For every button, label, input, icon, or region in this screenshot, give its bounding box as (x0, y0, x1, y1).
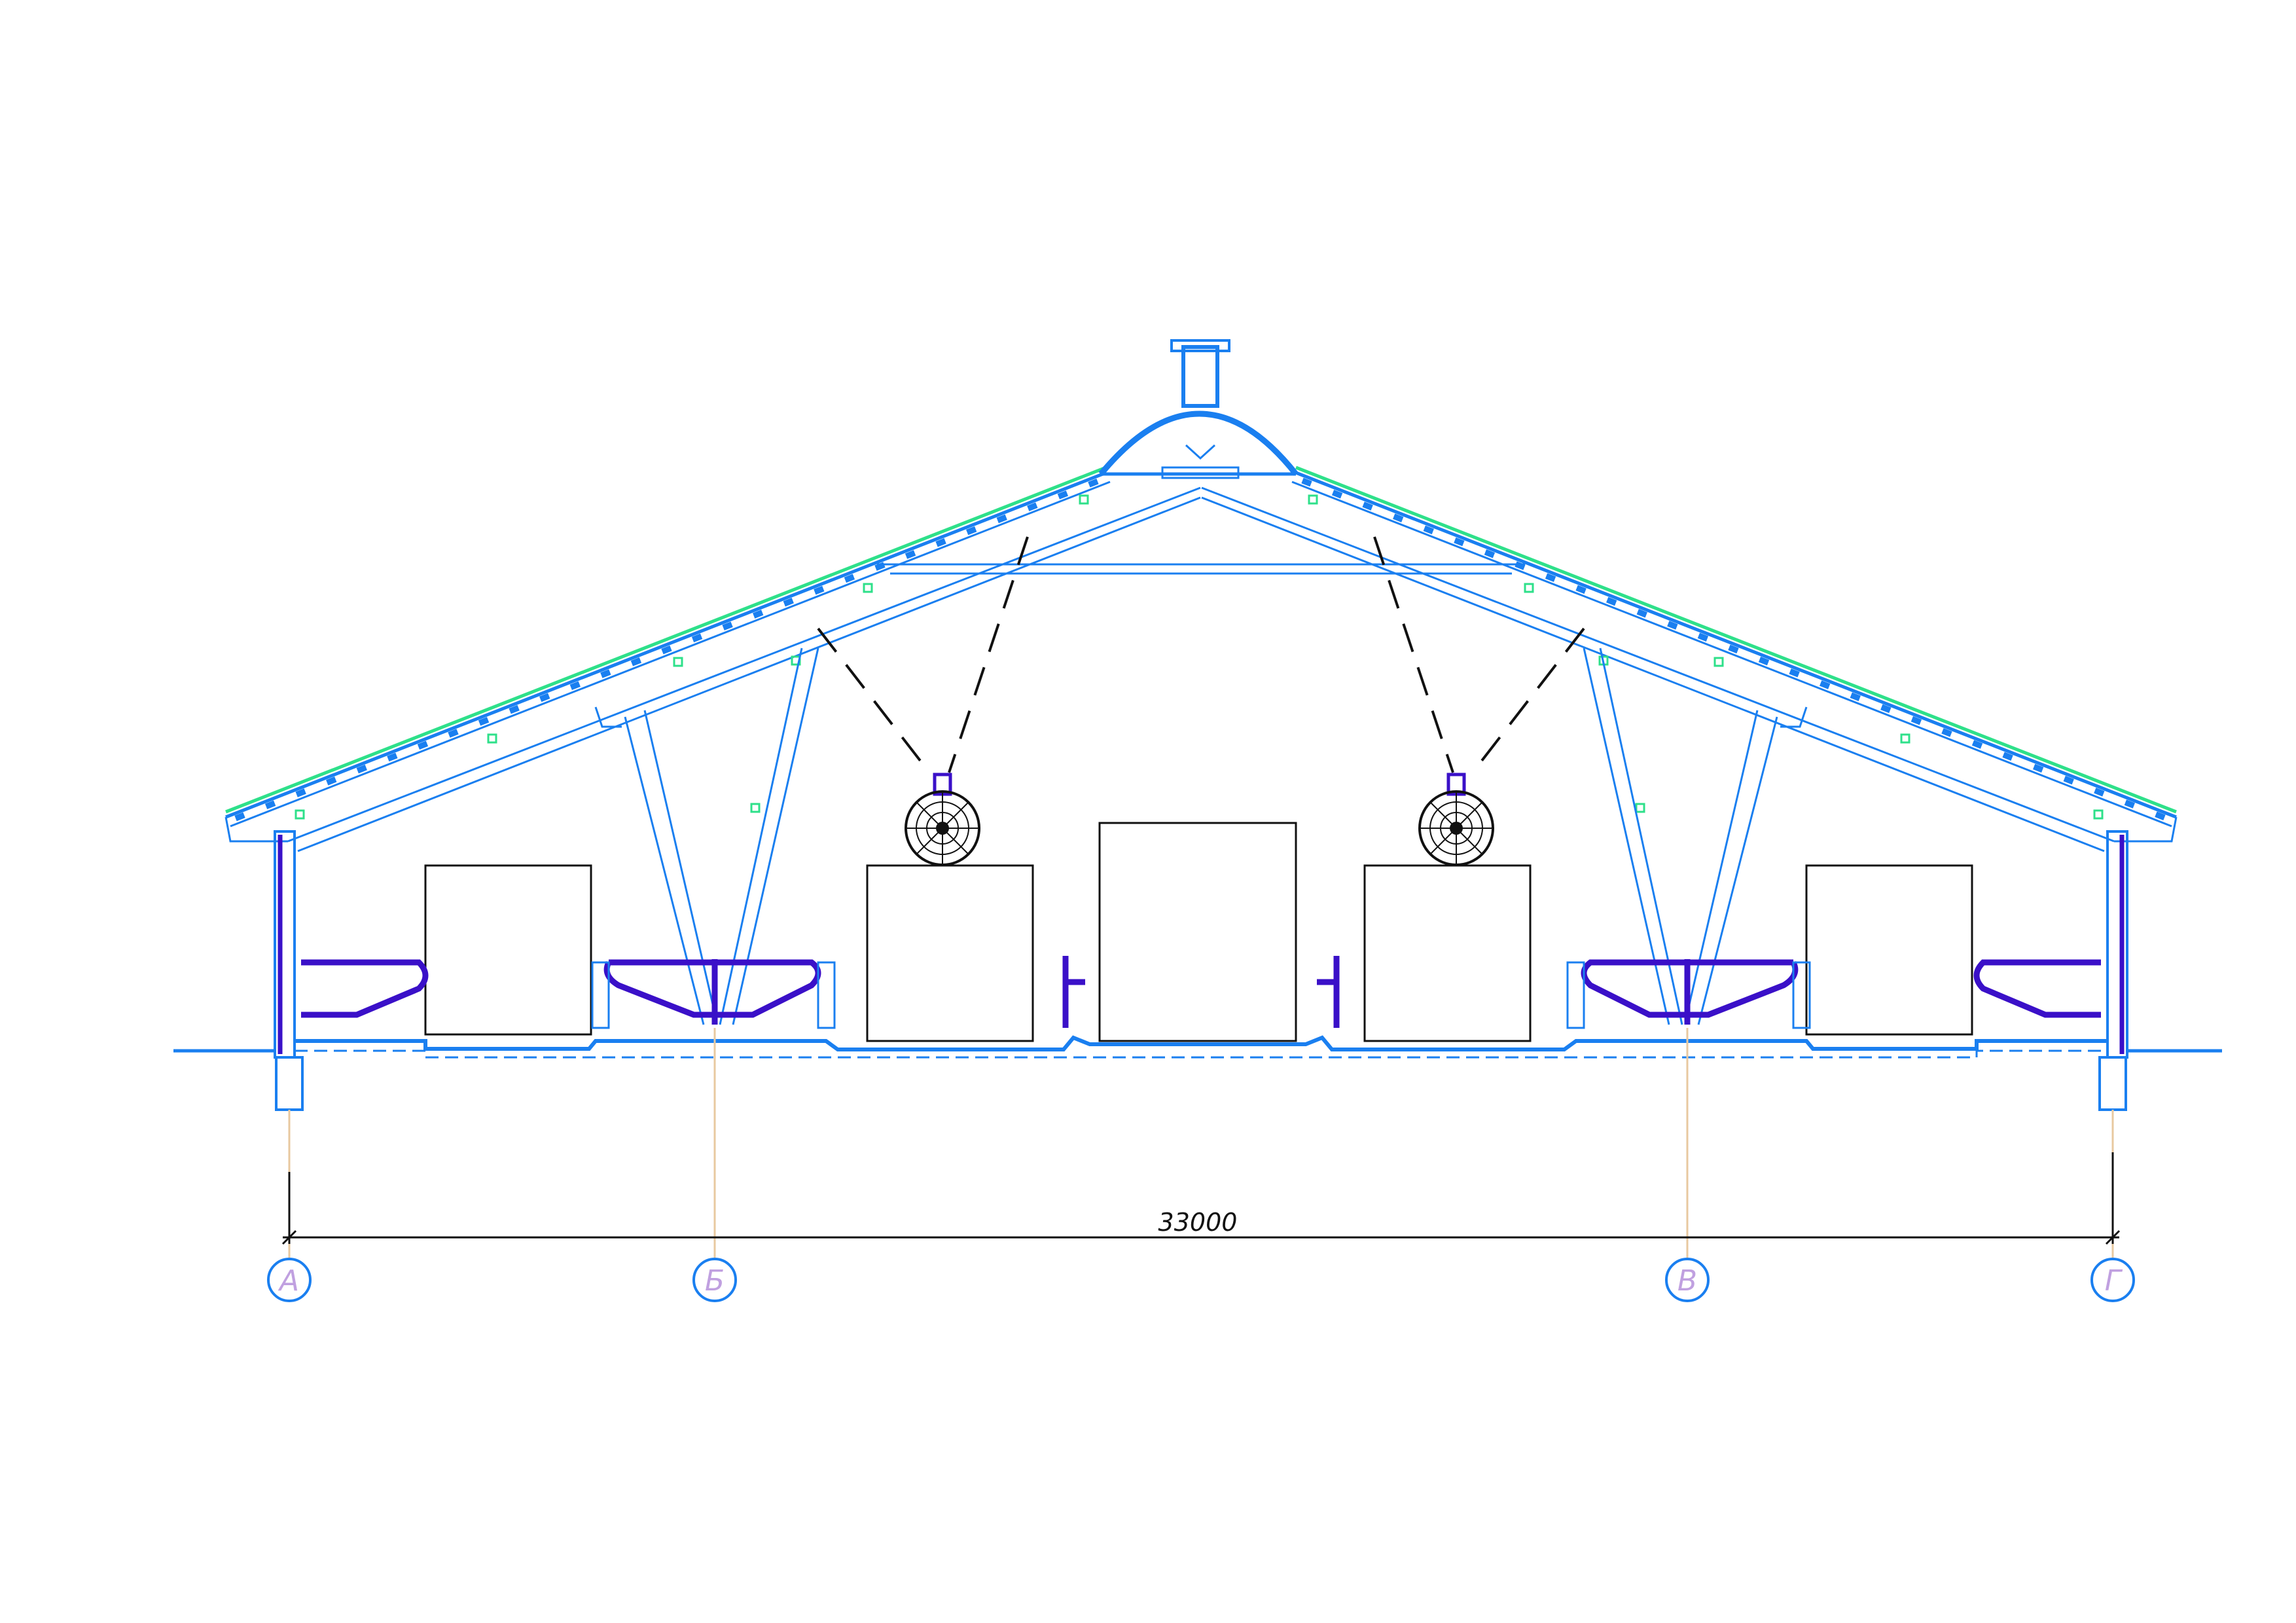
axis-bubble-v: В (1665, 1258, 1710, 1302)
axis-label-g: Г (2105, 1264, 2123, 1298)
wall-posts (278, 835, 2125, 1054)
fan-icon (1418, 773, 1494, 866)
stall-frames (591, 961, 1811, 1029)
dimension-label: 33000 (1158, 1208, 1238, 1237)
ridge-vent-icon (1098, 339, 1299, 479)
floor (173, 1035, 2222, 1059)
overall-dimension (281, 1152, 2121, 1245)
roof-markers (295, 494, 2104, 820)
axis-label-b: Б (705, 1264, 725, 1298)
axis-bubble-g: Г (2090, 1258, 2135, 1302)
roof-covering (225, 465, 2177, 814)
axis-bubble-a: А (267, 1258, 312, 1302)
roof-purlins (234, 477, 2168, 822)
stall-rails (301, 956, 2101, 1028)
fan-icon (905, 773, 980, 866)
stall-volumes (424, 822, 1973, 1042)
roof (224, 471, 2178, 852)
axis-bubble-b: Б (692, 1258, 737, 1302)
fan-airflow (817, 536, 1585, 774)
axis-label-v: В (1677, 1264, 1697, 1298)
axis-label-a: А (278, 1264, 299, 1298)
